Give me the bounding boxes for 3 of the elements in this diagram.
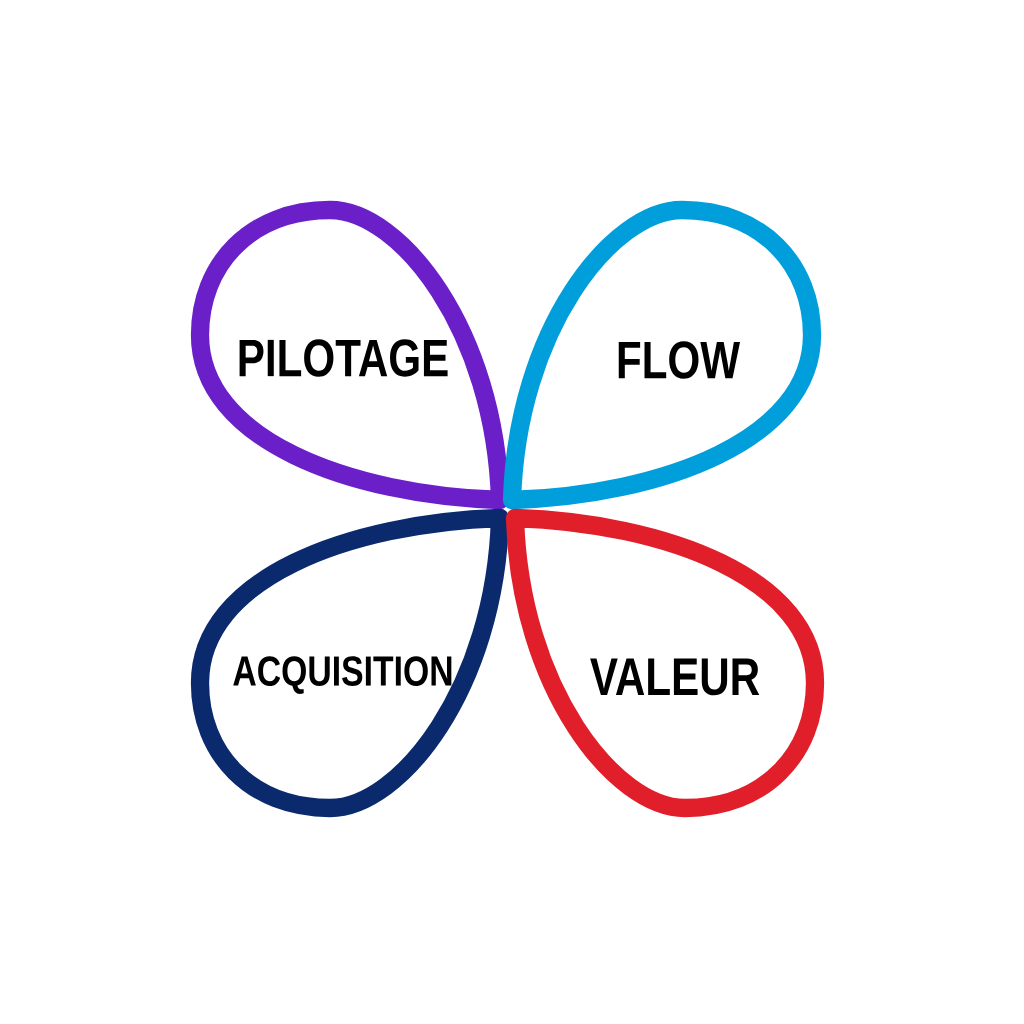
petal: VALEUR (505, 508, 825, 818)
petal: ACQUISITION (190, 508, 510, 818)
petal: FLOW (502, 200, 822, 510)
